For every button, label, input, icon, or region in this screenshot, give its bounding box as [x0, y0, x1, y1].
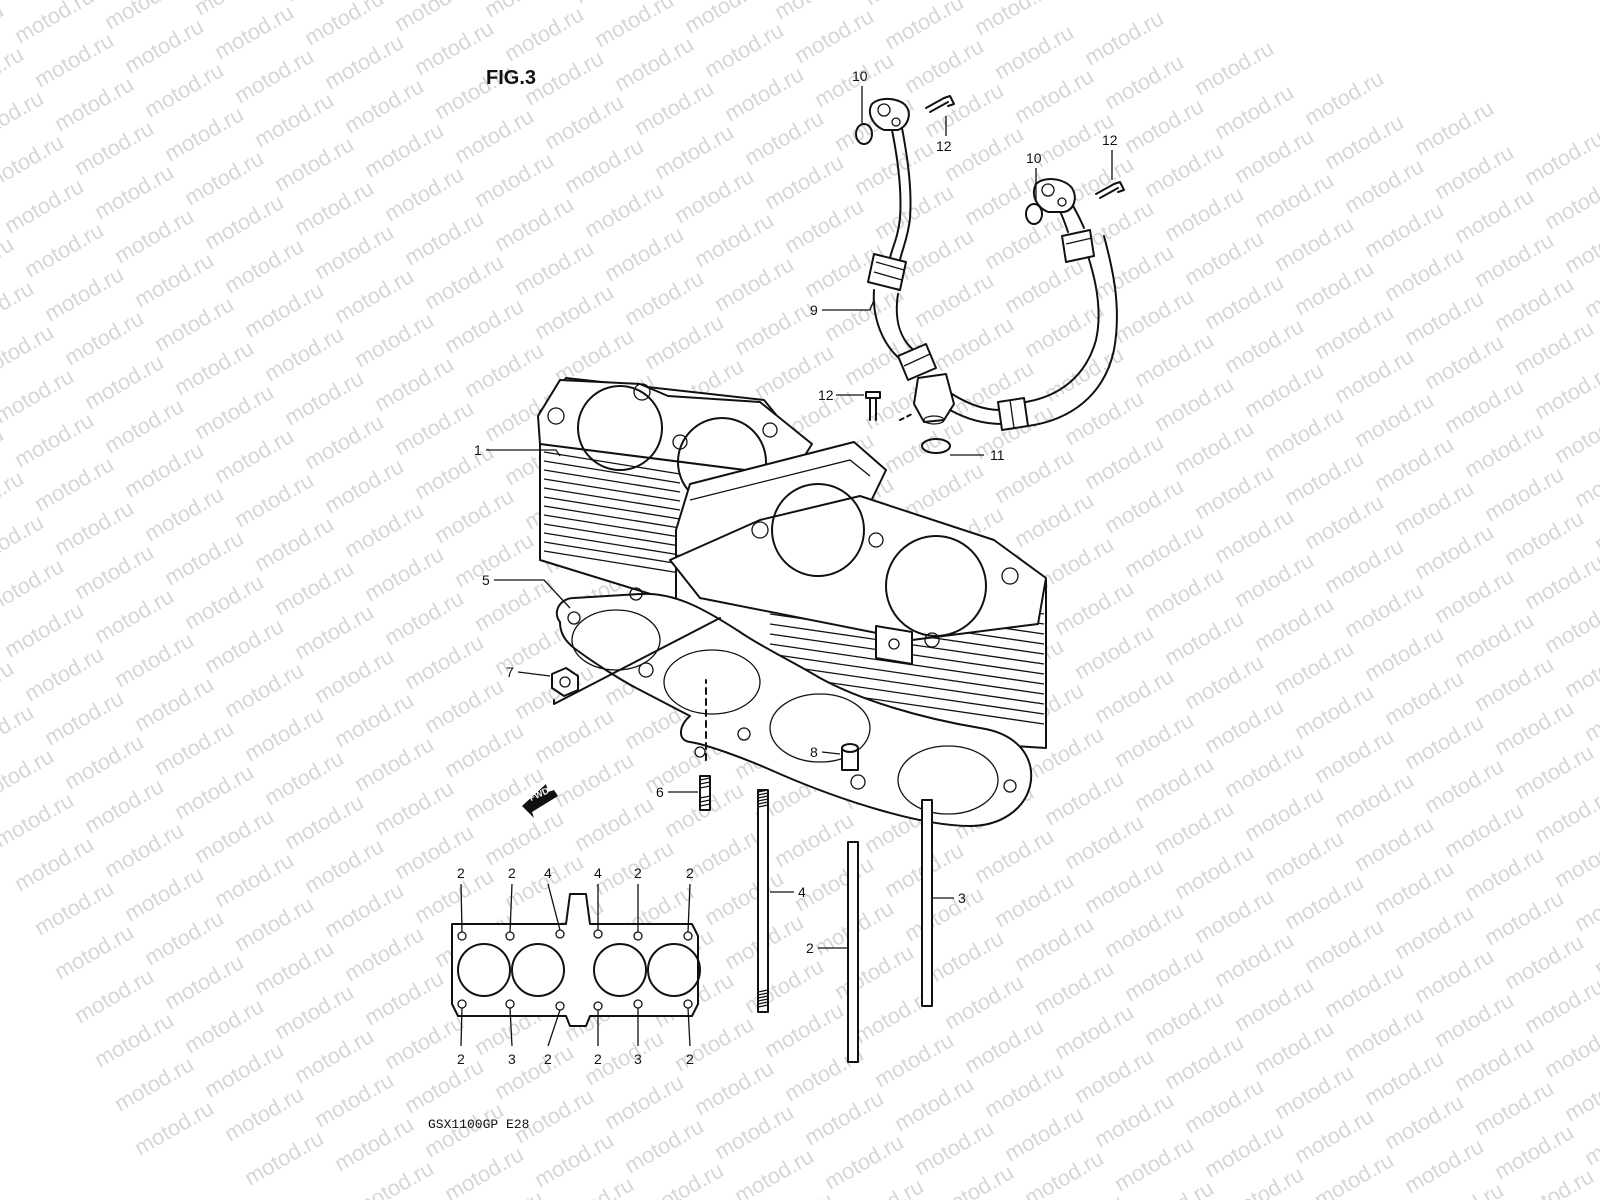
callout-label-part-1: 1	[474, 442, 482, 458]
sequence-label-bottom: 3	[508, 1051, 516, 1067]
figure-title: FIG.3	[486, 67, 536, 89]
sequence-label-top: 2	[634, 865, 642, 881]
callout-leader	[494, 579, 571, 609]
tightening-sequence-inset: 2 2 4 4 2 2 2 3 2 2 3 2	[451, 865, 701, 1067]
model-code: GSX1100GP E28	[428, 1117, 529, 1132]
watermark-text: motod.ru	[240, 1125, 328, 1190]
sequence-label-top: 2	[508, 865, 516, 881]
sequence-label-bottom: 2	[686, 1051, 694, 1067]
watermark-text: motod.ru	[1520, 125, 1600, 190]
callout-label-part-3: 3	[958, 890, 966, 906]
part-stud-short	[699, 679, 711, 811]
callout-label-part-12: 12	[936, 138, 952, 154]
callout-layer: 1 5 7 6 8 9 10 12 10 12 12 11 4 2 3	[474, 68, 1118, 956]
sequence-label-top: 4	[544, 865, 552, 881]
callout-label-part-10: 10	[1026, 150, 1042, 166]
callout-label-part-11: 11	[990, 447, 1005, 463]
callout-label-part-8: 8	[810, 744, 818, 760]
callout-label-part-4: 4	[798, 884, 806, 900]
sequence-label-bottom: 2	[457, 1051, 465, 1067]
part-dowel	[841, 743, 859, 771]
callout-leader	[486, 449, 561, 457]
sequence-label-bottom: 3	[634, 1051, 642, 1067]
callout-leader	[822, 299, 875, 311]
callout-label-part-7: 7	[506, 664, 514, 680]
part-stud-long	[757, 789, 933, 1063]
watermark-text: motod.ru	[130, 1095, 218, 1160]
sequence-label-top: 2	[457, 865, 465, 881]
base-gasket	[555, 587, 1033, 827]
callout-leader	[821, 751, 841, 755]
callout-label-part-2: 2	[806, 940, 814, 956]
sequence-label-top: 2	[686, 865, 694, 881]
sequence-label-top: 4	[594, 865, 602, 881]
callout-leader	[517, 671, 551, 677]
callout-label-part-12: 12	[818, 387, 834, 403]
part-nut	[551, 617, 721, 705]
oil-hose-assembly	[855, 95, 1125, 454]
callout-label-part-10: 10	[852, 68, 868, 84]
callout-label-part-5: 5	[482, 572, 490, 588]
cylinder-block	[537, 377, 1047, 749]
sequence-label-bottom: 2	[594, 1051, 602, 1067]
callout-label-part-9: 9	[810, 302, 818, 318]
callout-label-part-6: 6	[656, 784, 664, 800]
callout-label-part-12: 12	[1102, 132, 1118, 148]
sequence-label-bottom: 2	[544, 1051, 552, 1067]
